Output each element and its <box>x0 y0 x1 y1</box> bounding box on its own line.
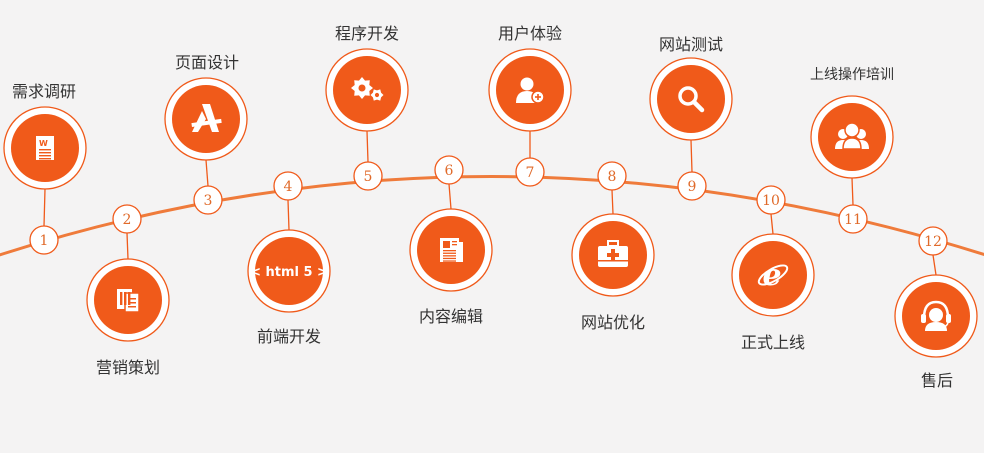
step-7: 7 <box>488 48 572 187</box>
step-number: 9 <box>688 179 697 195</box>
step-4: < html 5 > 4 <box>247 171 331 313</box>
step-label: 用户体验 <box>497 24 563 43</box>
svg-text:e: e <box>762 258 781 293</box>
step-number-circle <box>193 185 223 215</box>
connector-line <box>690 139 693 173</box>
connector-line <box>205 159 209 187</box>
search-icon <box>678 86 705 113</box>
step-number: 6 <box>445 163 454 179</box>
step-2: 2 <box>86 204 170 342</box>
connector-line <box>770 213 774 235</box>
toolbox-icon <box>598 240 628 267</box>
step-5: 5 <box>325 48 409 191</box>
step-number-circle <box>273 171 303 201</box>
step-number: 11 <box>844 212 862 228</box>
step-number-circle <box>597 161 627 191</box>
headset-support-icon <box>921 300 951 331</box>
icon-disc <box>739 241 807 309</box>
users-group-icon <box>835 122 869 150</box>
step-label: 上线操作培训 <box>810 67 894 83</box>
step-number: 12 <box>924 234 942 250</box>
connector-line <box>611 189 614 215</box>
connector-line <box>126 232 129 260</box>
step-6: 6 <box>409 155 493 292</box>
step-label: 程序开发 <box>334 24 400 43</box>
step-number-circle <box>434 155 464 185</box>
step-11: 11 <box>810 95 894 234</box>
step-number-circle <box>515 157 545 187</box>
step-12: 12 <box>894 226 978 358</box>
step-9: 9 <box>649 57 733 201</box>
step-number: 7 <box>526 165 535 181</box>
step-number-circle <box>756 185 786 215</box>
step-8: 8 <box>571 161 655 297</box>
connector-line <box>932 254 937 276</box>
html5-icon: < html 5 > <box>250 265 328 280</box>
svg-text:< html 5 >: < html 5 > <box>250 265 328 280</box>
step-label: 网站优化 <box>580 313 646 332</box>
step-number: 3 <box>204 193 213 209</box>
step-number: 8 <box>608 169 617 185</box>
step-label: 营销策划 <box>95 358 161 377</box>
connector-line <box>43 188 46 227</box>
svg-text:W: W <box>39 139 48 148</box>
document-icon: W <box>36 136 54 160</box>
connector-line <box>851 177 854 206</box>
icon-disc <box>657 65 725 133</box>
ie-browser-icon: e <box>757 258 789 293</box>
step-label: 需求调研 <box>11 82 77 101</box>
step-1: W1 <box>3 106 87 255</box>
connector-line <box>448 183 452 210</box>
step-label: 正式上线 <box>740 333 806 352</box>
step-number: 4 <box>284 179 293 195</box>
connector-line <box>366 130 369 163</box>
step-10: e 10 <box>731 185 815 317</box>
gears-icon <box>351 77 384 101</box>
user-add-icon <box>516 77 545 104</box>
step-number-circle <box>677 171 707 201</box>
design-tools-icon <box>191 104 222 132</box>
icon-disc <box>255 237 323 305</box>
step-label: 内容编辑 <box>418 307 484 326</box>
icon-disc <box>496 56 564 124</box>
newspaper-icon <box>440 238 463 262</box>
step-label: 页面设计 <box>174 53 240 72</box>
step-label: 网站测试 <box>658 35 724 54</box>
step-number-circle <box>838 204 868 234</box>
step-number-circle <box>918 226 948 256</box>
step-number-circle <box>29 225 59 255</box>
connector-line <box>287 199 290 231</box>
step-label: 售后 <box>920 371 954 390</box>
step-number: 2 <box>123 212 132 228</box>
clipboard-icon <box>117 289 140 313</box>
step-number-circle <box>112 204 142 234</box>
step-label: 前端开发 <box>256 327 322 346</box>
step-3: 3 <box>164 77 248 215</box>
step-number-circle <box>353 161 383 191</box>
step-number: 1 <box>40 233 49 249</box>
step-number: 5 <box>364 169 373 185</box>
step-number: 10 <box>762 193 780 209</box>
